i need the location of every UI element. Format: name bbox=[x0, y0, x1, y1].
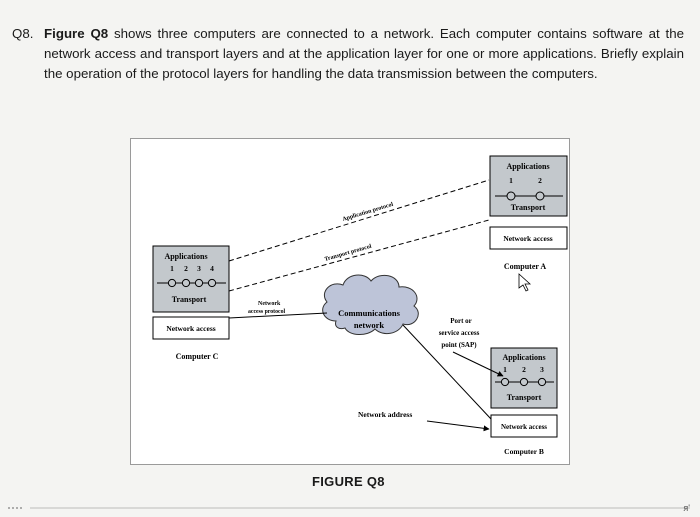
network-access-link-c bbox=[228, 312, 328, 319]
transport-protocol-label: Transport protocol bbox=[324, 244, 373, 263]
computer-c-transport-label: Transport bbox=[172, 295, 207, 304]
computer-a-transport-label: Transport bbox=[511, 203, 546, 212]
computer-c-network-access-box bbox=[152, 316, 230, 340]
network-address-arrow bbox=[426, 420, 490, 432]
computer-a-network-access-label: Network access bbox=[503, 234, 552, 243]
sap-arrow bbox=[452, 351, 504, 377]
computer-c-applications-label: Applications bbox=[164, 252, 207, 261]
computer-c-port-1: 1 bbox=[170, 264, 174, 273]
computer-c-port-symbols bbox=[157, 278, 226, 288]
sap-label-3: point (SAP) bbox=[441, 341, 477, 349]
question-text: Figure Q8 shows three computers are conn… bbox=[44, 24, 684, 84]
computer-a-applications-box bbox=[489, 155, 568, 217]
mouse-cursor-icon bbox=[518, 273, 532, 292]
computer-c-network-access-label: Network access bbox=[166, 324, 215, 333]
corner-mark-icon: ᴙ' bbox=[683, 503, 690, 513]
computer-c-label: Computer C bbox=[176, 352, 219, 361]
computer-a-network-access-box bbox=[489, 226, 568, 250]
computer-b-port-1: 1 bbox=[503, 365, 507, 374]
network-label-line2: network bbox=[354, 320, 384, 330]
computer-c: Applications 1 2 3 4 Transport Network a… bbox=[152, 245, 230, 361]
computer-b-port-2: 2 bbox=[522, 365, 526, 374]
computer-a-port-symbols bbox=[495, 191, 563, 201]
network-label-line1: Communications bbox=[338, 308, 401, 318]
computer-c-port-2: 2 bbox=[184, 264, 188, 273]
computer-c-port-3: 3 bbox=[197, 264, 201, 273]
computer-b: Applications 1 2 3 Transport Network acc… bbox=[490, 347, 558, 456]
sap-label-2: service access bbox=[439, 329, 480, 337]
sap-label-1: Port or bbox=[450, 317, 472, 325]
computer-b-port-3: 3 bbox=[540, 365, 544, 374]
network-access-link-b bbox=[402, 324, 492, 420]
question-block: Q8. Figure Q8 shows three computers are … bbox=[12, 24, 684, 84]
bottom-edge-marks bbox=[8, 507, 690, 509]
computer-b-transport-label: Transport bbox=[507, 393, 542, 402]
computer-a-port-2: 2 bbox=[538, 176, 542, 185]
application-protocol-line bbox=[228, 179, 490, 262]
figure-caption: FIGURE Q8 bbox=[312, 474, 385, 489]
network-access-protocol-label-2: access protocol bbox=[248, 309, 285, 315]
transport-protocol-line bbox=[228, 219, 490, 292]
question-body: shows three computers are connected to a… bbox=[44, 26, 684, 81]
computer-a: Applications 1 2 Transport Network acces… bbox=[489, 155, 568, 292]
figure-reference: Figure Q8 bbox=[44, 26, 109, 41]
computer-b-network-access-box bbox=[490, 414, 558, 438]
network-access-protocol-label-1: Network bbox=[258, 301, 281, 307]
computer-c-applications-box bbox=[152, 245, 230, 313]
computer-b-label: Computer B bbox=[504, 447, 544, 456]
communications-network-cloud bbox=[322, 274, 419, 335]
computer-c-port-4: 4 bbox=[210, 264, 214, 273]
network-diagram: Applications 1 2 Transport Network acces… bbox=[152, 155, 568, 456]
computer-a-label: Computer A bbox=[504, 262, 547, 271]
computer-b-applications-label: Applications bbox=[502, 353, 545, 362]
computer-b-port-symbols bbox=[495, 377, 554, 387]
question-number: Q8. bbox=[12, 26, 34, 41]
computer-a-applications-label: Applications bbox=[506, 162, 549, 171]
computer-b-network-access-label: Network access bbox=[501, 423, 547, 431]
figure-frame: Applications 1 2 Transport Network acces… bbox=[130, 138, 570, 465]
computer-a-port-1: 1 bbox=[509, 176, 513, 185]
network-address-label: Network address bbox=[358, 410, 412, 419]
